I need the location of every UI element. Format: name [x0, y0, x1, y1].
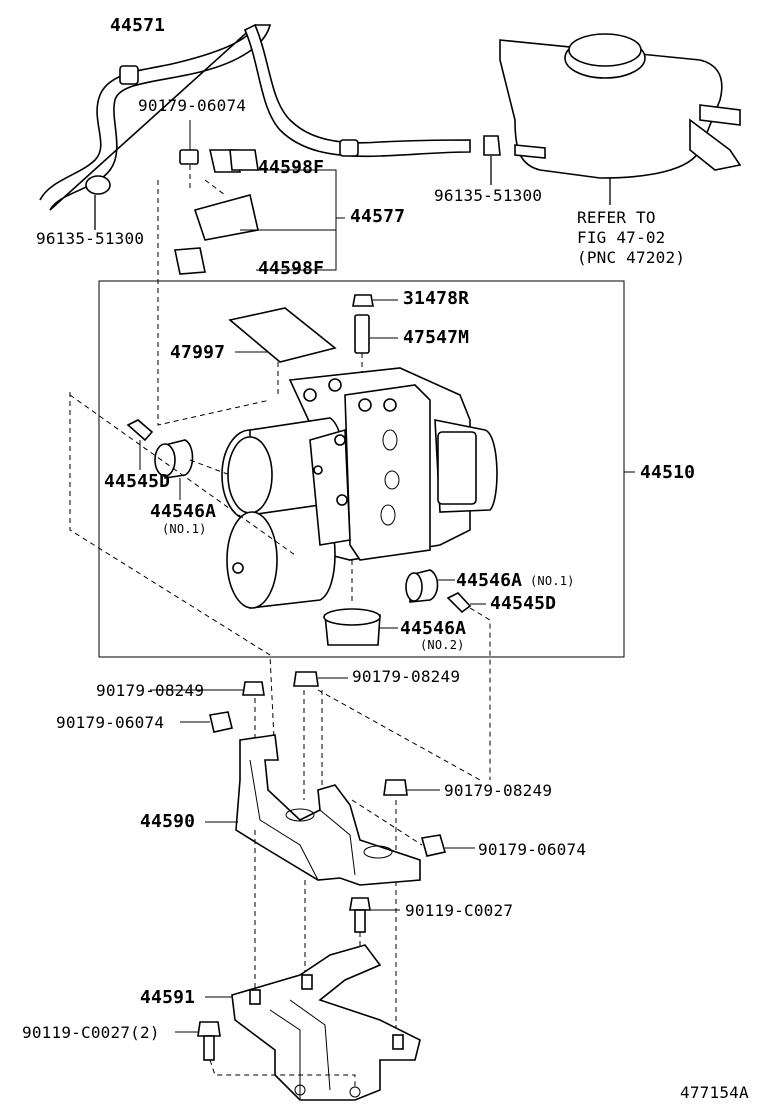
- label-90179-08249-c: 90179-08249: [444, 781, 553, 800]
- tube-grommet: [119, 65, 139, 85]
- assembly-box-44510: [98, 280, 625, 658]
- bracket-44591: [205, 944, 421, 1101]
- label-47547M: 47547M: [403, 327, 470, 348]
- label-96135-51300-left: 96135-51300: [36, 229, 145, 248]
- bolt-90179-08249-c: [383, 779, 440, 1040]
- label-44510: 44510: [640, 462, 696, 483]
- clamp-96135-right: [483, 135, 501, 185]
- brake-fluid-reservoir: [499, 33, 742, 205]
- label-47997: 47997: [170, 342, 226, 363]
- grommet-44546A-left: [154, 439, 231, 500]
- bolt-90179-08249-b: [293, 671, 481, 800]
- label-90179-08249-b: 90179-08249: [352, 667, 461, 686]
- label-96135-51300-right: 96135-51300: [434, 186, 543, 205]
- abs-actuator-44510: [221, 367, 498, 609]
- label-44546A-bottom: 44546A: [400, 618, 467, 639]
- label-44577: 44577: [350, 206, 406, 227]
- bolt-44545D-left: [126, 419, 154, 470]
- bracket-44590: [205, 734, 421, 995]
- label-31478R: 31478R: [403, 288, 470, 309]
- label-90179-06074-low: 90179-06074: [478, 840, 587, 859]
- clamp-96135-left: [85, 175, 111, 230]
- label-44546A-left: 44546A: [150, 501, 217, 522]
- label-no2: (NO.2): [420, 638, 465, 652]
- figure-id: 477154A: [680, 1083, 749, 1102]
- label-44545D-right: 44545D: [490, 593, 557, 614]
- label-44545D-left: 44545D: [104, 471, 171, 492]
- label-90179-06074-mid: 90179-06074: [56, 713, 165, 732]
- label-plate-47997: [228, 307, 337, 395]
- label-90179-08249-a: 90179-08249: [96, 681, 205, 700]
- screw-90119-C0027-x2: [175, 1021, 356, 1090]
- label-pnc-47202: (PNC 47202): [577, 248, 686, 267]
- label-no1-left: (NO.1): [162, 522, 207, 536]
- label-44598F-top: 44598F: [258, 157, 325, 178]
- label-44590: 44590: [140, 811, 196, 832]
- label-no1-right: (NO.1): [530, 574, 575, 588]
- nut-90179-06074-mid: [180, 711, 233, 733]
- grommet-44546A-right: [405, 569, 455, 603]
- bracket-44577: [174, 149, 259, 275]
- grommet-44546A-no2: [323, 560, 398, 646]
- label-90119-C0027: 90119-C0027: [405, 901, 514, 920]
- label-90179-06074-top: 90179-06074: [138, 96, 247, 115]
- label-44598F-bottom: 44598F: [258, 258, 325, 279]
- label-refer-to: REFER TO: [577, 208, 656, 227]
- nut-90179-06074-low: [351, 799, 475, 857]
- label-90119-C0027-2: 90119-C0027(2): [22, 1023, 160, 1042]
- bolt-44545D-right: [446, 592, 486, 614]
- label-44591: 44591: [140, 987, 196, 1008]
- label-44546A-right: 44546A: [456, 570, 523, 591]
- label-fig-47-02: FIG 47-02: [577, 228, 666, 247]
- cap-31478R: [352, 294, 398, 307]
- label-44571: 44571: [110, 15, 166, 36]
